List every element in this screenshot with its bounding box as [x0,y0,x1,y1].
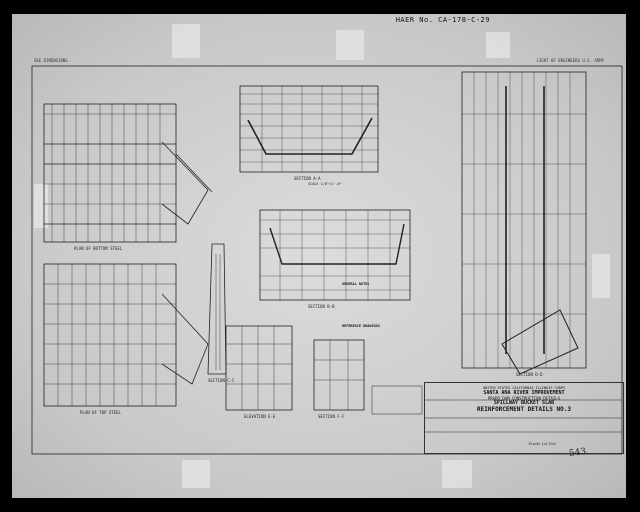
photo-note: Prado Lsl Det [528,441,556,446]
title-subject: SPILLWAY BUCKET SLAB [493,400,555,406]
label-section-cc: SECTION C-C [208,378,235,383]
label-plan-top-steel: PLAN OF TOP STEEL [80,410,121,415]
tape-mark [592,254,610,298]
reference-drawings-title: REFERENCE DRAWINGS [342,324,380,328]
tape-mark [486,32,510,58]
scale-note: SCALE 1/8"=1'-0" [308,182,342,186]
tape-mark [34,184,48,228]
elevation-ee-view [225,325,293,411]
plan-top-steel-view [43,263,209,407]
label-section-aa: SECTION A-A [294,176,321,181]
title-agency: UNITED STATES CALIFORNIA ILLINOIS CORPS [482,386,566,390]
blueprint-drawing [31,65,623,455]
label-elevation-ee: ELEVATION E-E [244,414,276,419]
general-notes: GENERAL NOTES REFERENCE DRAWINGS [342,282,462,328]
right-corner-note: LIGHT OF ENGINEERS U.S. ARMY [536,58,604,63]
plan-bottom-steel-view [43,103,213,243]
section-aa-view [239,85,379,173]
label-plan-bottom-steel: PLAN OF BOTTOM STEEL [74,246,123,251]
title-sheet: REINFORCEMENT DETAILS NO.3 [477,406,571,413]
tape-mark [336,30,364,60]
tape-mark [442,460,472,488]
drawing-sheet: HAER No. CA-178-C-29 SEE DIMENSIONS LIGH… [12,14,626,498]
section-bb-view [259,209,411,301]
label-section-ff: SECTION F-F [318,414,345,419]
general-notes-title: GENERAL NOTES [342,282,370,286]
label-section-bb: SECTION B-B [308,304,335,309]
title-dam: PRADO DAM CONSTRUCTION DETAILS [487,396,561,401]
section-dd-view [461,71,587,375]
title-project: SANTA ANA RIVER IMPROVEMENT [483,390,565,396]
tape-mark [172,24,200,58]
record-id: HAER No. CA-178-C-29 [395,16,490,24]
tape-mark [182,460,210,488]
section-cc-view [207,243,227,375]
label-section-dd: SECTION D-D [516,372,543,377]
left-corner-note: SEE DIMENSIONS [34,58,68,63]
section-ff-view [313,339,365,411]
title-block: UNITED STATES CALIFORNIA ILLINOIS CORPS … [424,382,624,454]
